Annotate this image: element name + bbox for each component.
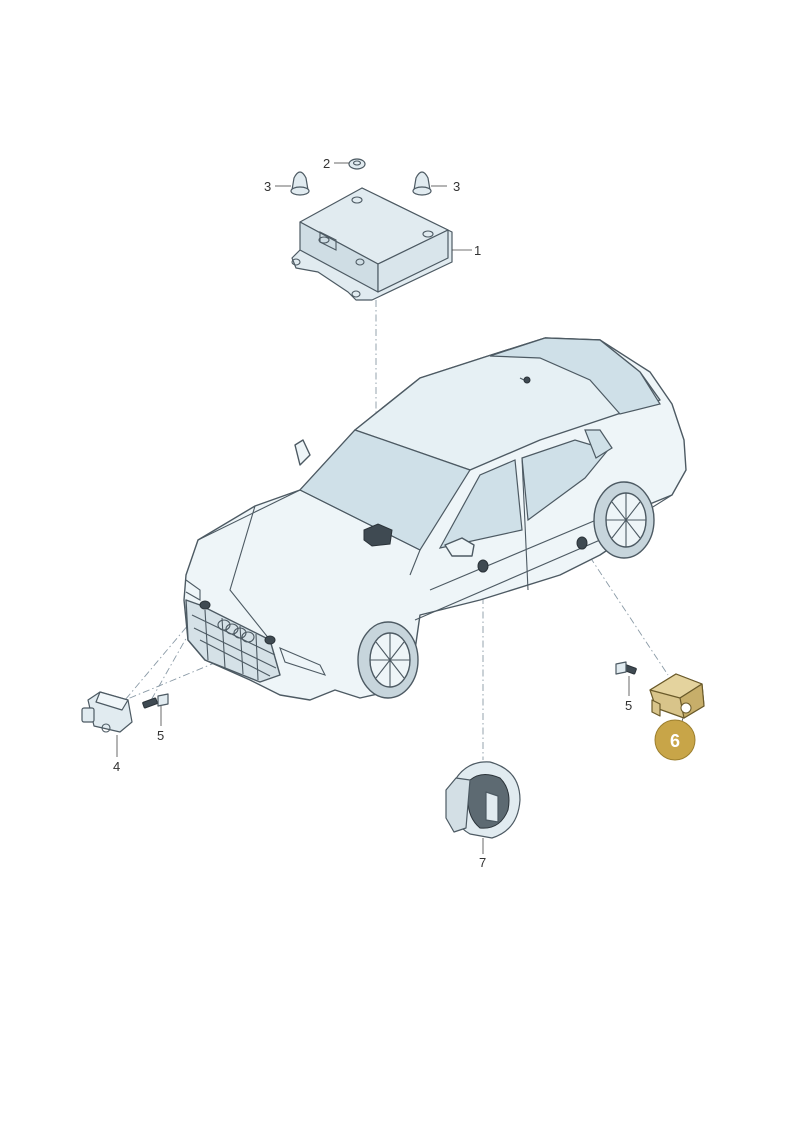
- label-part-6: 6: [670, 731, 680, 751]
- label-part-5-right: 5: [625, 698, 632, 713]
- highlight-badge[interactable]: 6: [654, 719, 696, 761]
- rear-sensor-location-marker: [576, 536, 588, 550]
- screw-left[interactable]: [142, 693, 169, 709]
- label-part-1: 1: [474, 243, 481, 258]
- screw-right[interactable]: [615, 661, 637, 675]
- label-part-5-left: 5: [157, 728, 164, 743]
- bolt-left[interactable]: [290, 171, 310, 196]
- bolt-right[interactable]: [412, 171, 432, 196]
- front-crash-sensor[interactable]: [81, 691, 133, 733]
- highlighted-crash-sensor[interactable]: [649, 673, 705, 719]
- control-unit-location-marker: [363, 523, 393, 547]
- nut[interactable]: [348, 158, 366, 170]
- door-sensor-location-marker: [477, 559, 489, 573]
- label-part-4: 4: [113, 759, 120, 774]
- front-sensor-location-left: [199, 600, 211, 610]
- car-logo-rings: [217, 619, 255, 643]
- label-part-7: 7: [479, 855, 486, 870]
- label-part-3-right: 3: [453, 179, 460, 194]
- clock-spring-unit[interactable]: [445, 761, 521, 839]
- car-illustration: [183, 337, 687, 701]
- leader-lines: [116, 162, 684, 854]
- rear-wheel: [593, 481, 655, 559]
- part-labels: 1 2 3 3 4 5 5 7: [113, 156, 632, 870]
- label-part-3-left: 3: [264, 179, 271, 194]
- airbag-control-unit[interactable]: [291, 187, 453, 301]
- label-part-2: 2: [323, 156, 330, 171]
- front-wheel: [357, 621, 419, 699]
- front-sensor-location-right: [264, 635, 276, 645]
